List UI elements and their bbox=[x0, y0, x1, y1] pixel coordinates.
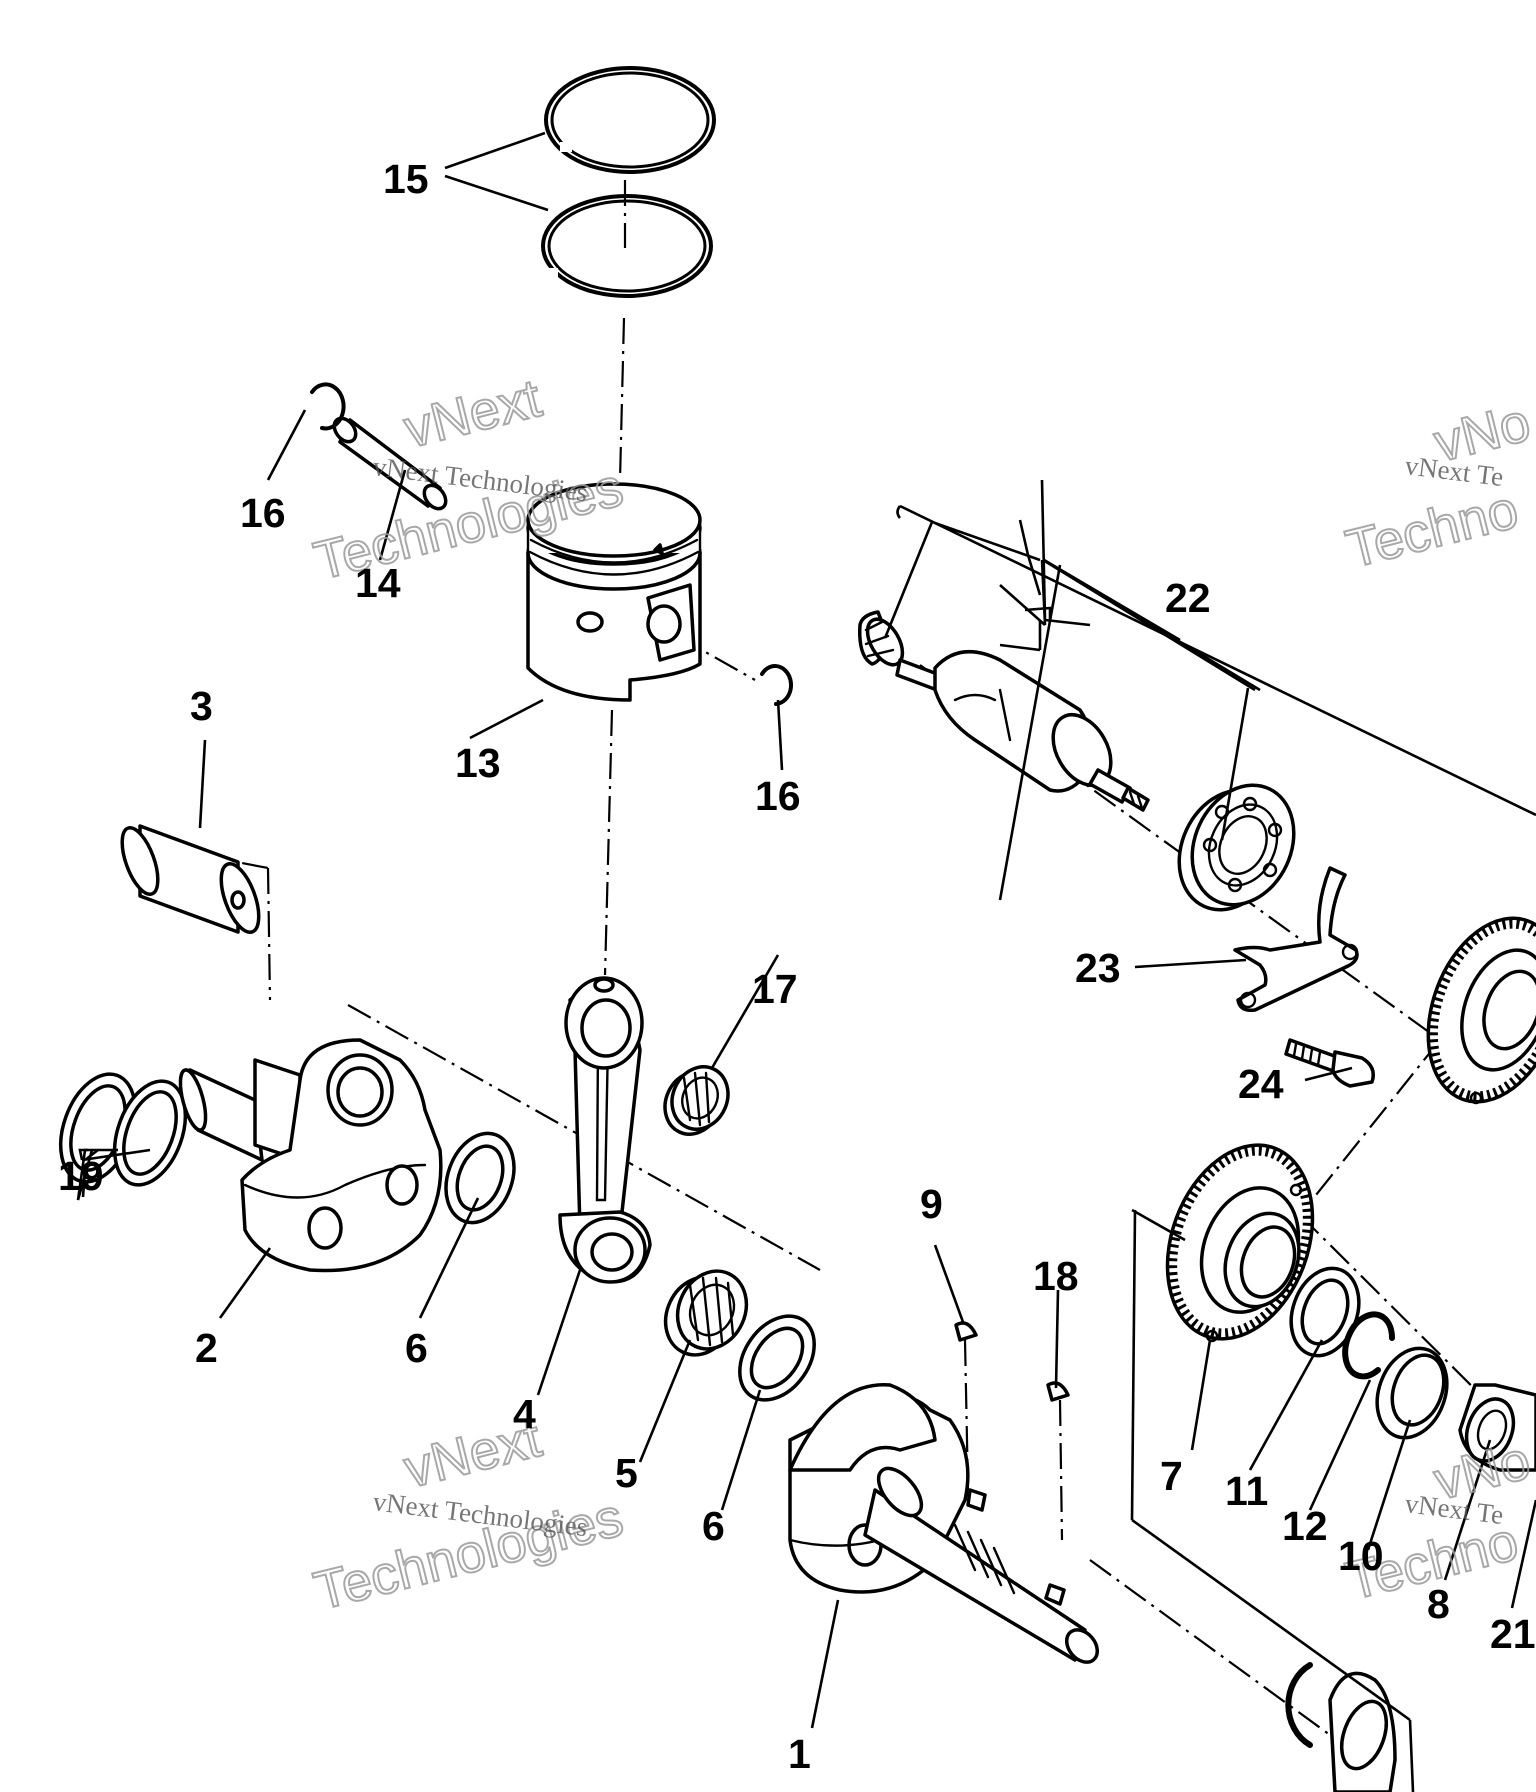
starter-motor bbox=[858, 504, 1536, 912]
thrust-washers bbox=[58, 1072, 188, 1187]
callout-9: 9 bbox=[920, 1181, 943, 1227]
starter-gear-upper bbox=[1426, 916, 1536, 1105]
watermark-line1: vNext bbox=[398, 368, 546, 460]
watermark-right-big: Techno bbox=[1340, 479, 1523, 579]
callouts: 15 16 14 13 16 3 17 19 2 6 4 5 6 1 9 18 … bbox=[58, 156, 1536, 1777]
small-end-bearing bbox=[663, 1065, 730, 1136]
crank-washers bbox=[444, 1131, 816, 1402]
oil-seal-bottom bbox=[1285, 1662, 1397, 1792]
crank-pin bbox=[120, 824, 261, 934]
callout-17: 17 bbox=[752, 966, 798, 1012]
callout-15: 15 bbox=[383, 156, 429, 202]
callout-16: 16 bbox=[240, 490, 286, 536]
callout-22: 22 bbox=[1165, 575, 1211, 621]
callout-16-right: 16 bbox=[755, 773, 801, 819]
callout-11: 11 bbox=[1225, 1468, 1268, 1514]
callout-19: 19 bbox=[58, 1153, 104, 1199]
piston bbox=[526, 482, 702, 702]
callout-6-lower: 6 bbox=[702, 1503, 725, 1549]
piston-pin bbox=[332, 416, 448, 511]
leader-lines bbox=[76, 131, 1536, 1792]
callout-23: 23 bbox=[1075, 945, 1121, 991]
callout-4: 4 bbox=[513, 1391, 536, 1437]
connecting-rod bbox=[558, 976, 652, 1284]
callout-7: 7 bbox=[1160, 1453, 1183, 1499]
piston-rings bbox=[541, 66, 716, 298]
woodruff-keys bbox=[954, 1321, 1070, 1402]
bolt bbox=[1284, 1038, 1375, 1088]
crank-half-left bbox=[178, 1038, 443, 1273]
callout-1: 1 bbox=[788, 1731, 811, 1777]
callout-5: 5 bbox=[615, 1450, 638, 1496]
gear-spacer-parts bbox=[1289, 1266, 1536, 1472]
big-end-bearing bbox=[663, 1269, 749, 1357]
callout-13: 13 bbox=[455, 740, 501, 786]
retainer-plate bbox=[1233, 866, 1359, 1013]
callout-12: 12 bbox=[1282, 1503, 1328, 1549]
callout-18: 18 bbox=[1033, 1253, 1079, 1299]
callout-10: 10 bbox=[1338, 1533, 1384, 1579]
circlips bbox=[310, 382, 794, 706]
callout-8: 8 bbox=[1427, 1581, 1450, 1627]
callout-24: 24 bbox=[1238, 1061, 1284, 1107]
callout-21: 21 bbox=[1490, 1611, 1536, 1657]
callout-3: 3 bbox=[190, 683, 213, 729]
callout-14: 14 bbox=[355, 560, 401, 606]
callout-2: 2 bbox=[195, 1325, 218, 1371]
callout-6: 6 bbox=[405, 1325, 428, 1371]
crank-half-right bbox=[788, 1383, 1100, 1664]
drive-gear bbox=[1165, 1143, 1315, 1343]
